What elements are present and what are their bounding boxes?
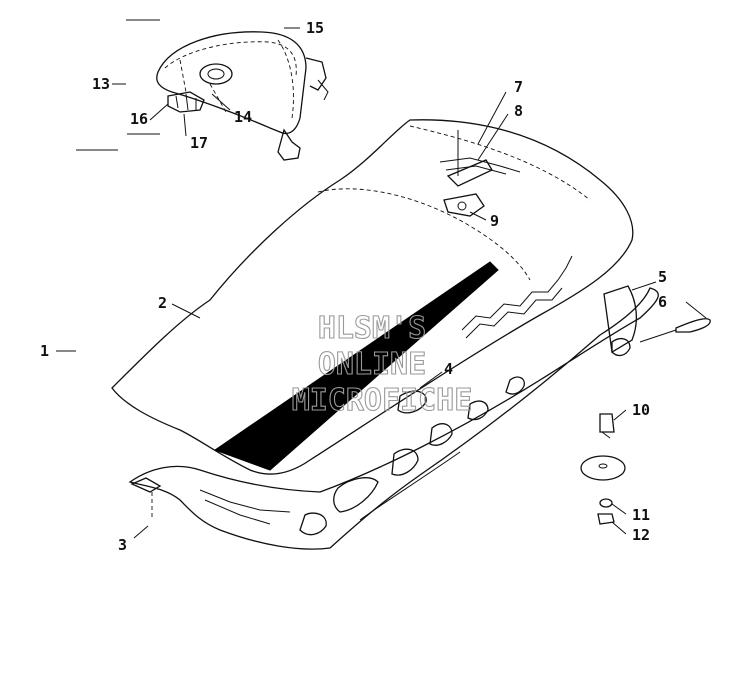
callout-1: 1	[40, 342, 49, 360]
callout-2: 2	[158, 294, 167, 312]
callout-6: 6	[658, 293, 667, 311]
callout-16: 16	[130, 110, 148, 128]
callout-12: 12	[632, 526, 650, 544]
watermark: HLSM'S ONLINE MICROFICHE	[291, 310, 473, 418]
callouts: 1 2 3 4 5 6 7 8 9 10 11 12 13 14 15 16 1…	[40, 19, 667, 554]
callout-3: 3	[118, 536, 127, 554]
callout-14: 14	[234, 108, 252, 126]
callout-15: 15	[306, 19, 324, 37]
callout-10: 10	[632, 401, 650, 419]
seat-stripe	[213, 261, 499, 471]
watermark-line-2: ONLINE	[318, 347, 426, 382]
backrest-assembly	[156, 31, 329, 161]
callout-17: 17	[190, 134, 208, 152]
callout-8: 8	[514, 102, 523, 120]
callout-7: 7	[514, 78, 523, 96]
seat-body	[111, 119, 659, 550]
hardware-parts	[130, 130, 711, 525]
callout-13: 13	[92, 75, 110, 93]
callout-9: 9	[490, 212, 499, 230]
callout-11: 11	[632, 506, 650, 524]
callout-5: 5	[658, 268, 667, 286]
watermark-line-1: HLSM'S	[318, 311, 426, 346]
watermark-line-3: MICROFICHE	[292, 383, 473, 418]
leader-lines	[56, 19, 707, 539]
callout-4: 4	[444, 360, 453, 378]
